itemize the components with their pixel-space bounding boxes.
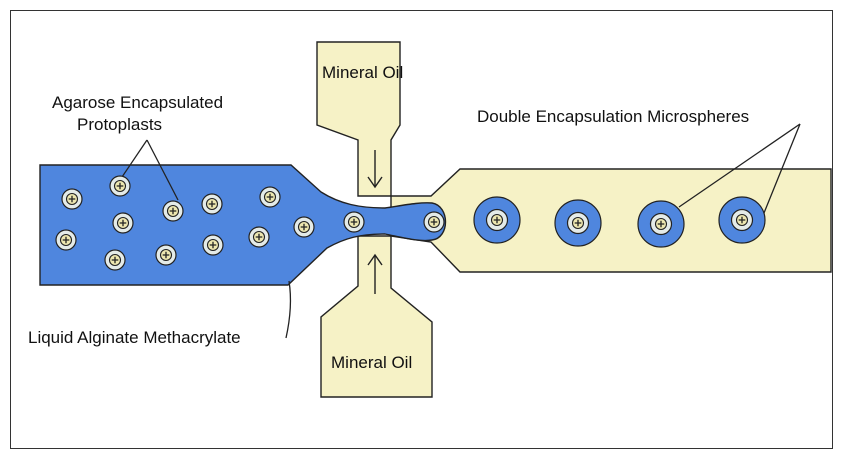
agarose-protoplast <box>104 249 126 271</box>
protoplast-cells <box>55 175 766 271</box>
microsphere-core <box>485 208 509 232</box>
alginate-channel <box>39 164 447 286</box>
agarose-protoplast <box>112 212 134 234</box>
arrow-icon-top <box>367 150 383 189</box>
oil-inlet-bottom <box>320 235 433 398</box>
agarose-protoplast <box>162 200 184 222</box>
microsphere-core <box>649 212 673 236</box>
agarose-protoplast <box>202 234 224 256</box>
agarose-protoplast <box>155 244 177 266</box>
agarose-protoplast <box>293 216 315 238</box>
agarose-protoplast <box>61 188 83 210</box>
double-encapsulation-label: Double Encapsulation Microspheres <box>477 107 750 126</box>
agarose-label-line1: Agarose Encapsulated <box>52 93 224 112</box>
mineral-oil-label-bottom: Mineral Oil <box>331 353 413 372</box>
annotation-lines <box>121 123 801 339</box>
agarose-protoplast <box>55 229 77 251</box>
agarose-protoplast <box>109 175 131 197</box>
microsphere-core <box>566 211 590 235</box>
agarose-protoplast <box>259 186 281 208</box>
agarose-protoplast <box>423 211 445 233</box>
mineral-oil-label-top: Mineral Oil <box>322 63 404 82</box>
arrow-icon-bottom <box>367 253 383 294</box>
alginate-label: Liquid Alginate Methacrylate <box>28 328 241 347</box>
agarose-protoplast <box>201 193 223 215</box>
agarose-protoplast <box>343 211 365 233</box>
microsphere-core <box>730 208 754 232</box>
agarose-label-line2: Protoplasts <box>77 115 163 134</box>
agarose-protoplast <box>248 226 270 248</box>
figure-frame <box>10 10 833 449</box>
